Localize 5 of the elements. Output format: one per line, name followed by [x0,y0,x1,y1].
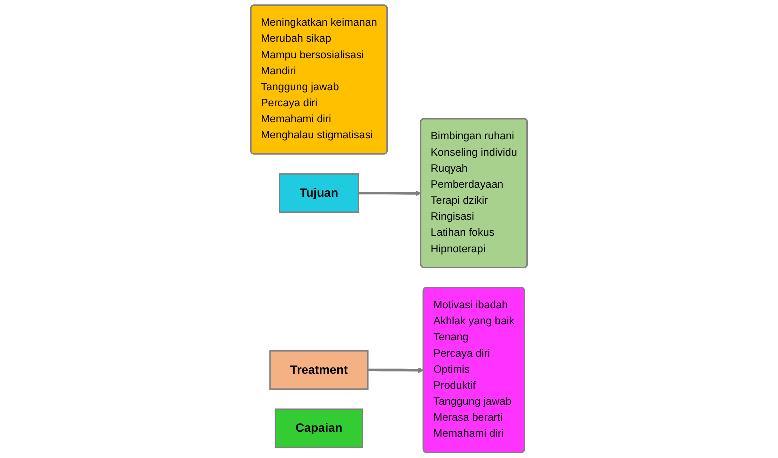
node-box: Capaian [274,408,364,448]
arrow [358,190,422,196]
arrow [368,368,424,374]
node-box: Treatment [269,350,369,390]
node-box: Tujuan [278,174,360,214]
